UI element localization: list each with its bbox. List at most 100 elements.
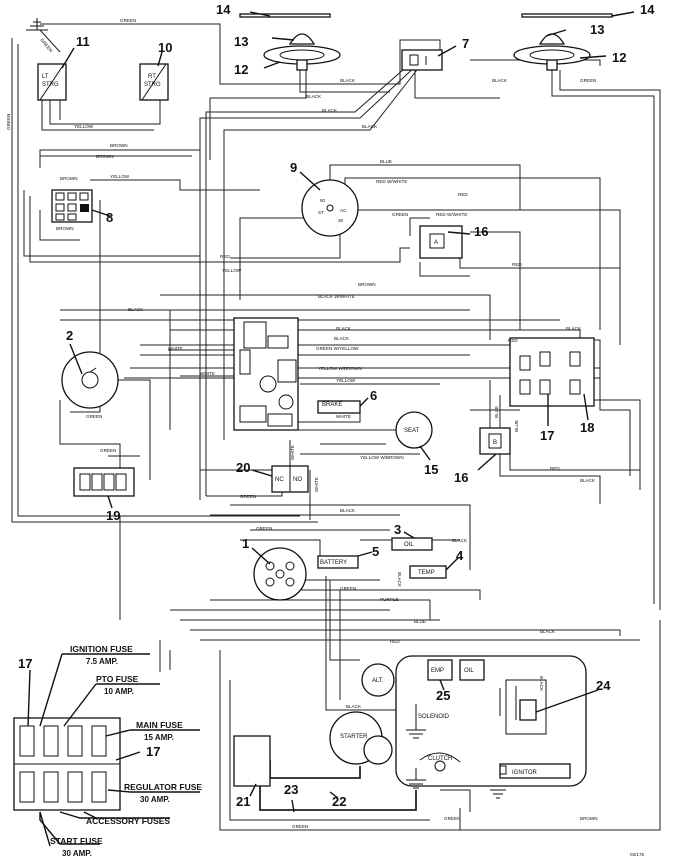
callout-14-left: 14 bbox=[216, 2, 231, 17]
wire-label: BLACK bbox=[336, 326, 352, 331]
engine-outline bbox=[395, 655, 587, 787]
callout-11: 11 bbox=[76, 34, 90, 49]
label-temp: TEMP bbox=[418, 570, 435, 576]
callout-2: 2 bbox=[66, 328, 73, 343]
wire-label: YELLOW bbox=[336, 378, 356, 383]
leader-lines bbox=[27, 11, 635, 847]
lt-steering-switch bbox=[37, 63, 67, 101]
wire-label: BLACK bbox=[340, 78, 356, 83]
wire-labels: GREEN GREEN GREEN YELLOW BLACK BLACK GRE… bbox=[6, 18, 598, 829]
label-rt: RT bbox=[148, 74, 156, 80]
temp-indicator bbox=[409, 565, 447, 579]
ground-symbol-top bbox=[26, 18, 48, 31]
wire-label: GREEN bbox=[580, 78, 596, 83]
callout-12-right: 12 bbox=[612, 50, 626, 65]
label-oil-engine: OIL bbox=[464, 668, 474, 674]
ground-symbol-bottom bbox=[406, 768, 506, 799]
wire-label: BROWN bbox=[96, 154, 114, 159]
label-relay-b: B bbox=[493, 440, 497, 446]
wire-label: RED W/WHITE bbox=[376, 179, 407, 184]
wire-label: YELLOW bbox=[74, 124, 94, 129]
relay-block bbox=[509, 337, 595, 407]
regulator-fuse-amp: 30 AMP. bbox=[140, 795, 170, 804]
callout-7: 7 bbox=[462, 36, 469, 51]
callout-17-fuse-top: 17 bbox=[18, 656, 32, 671]
callout-13-left: 13 bbox=[234, 34, 248, 49]
component-labels: LT STRG RT STRG BRAKE SEAT BATTERY OIL T… bbox=[42, 74, 538, 776]
callout-9: 9 bbox=[290, 160, 297, 175]
wire-label: YELLOW W/BROWN bbox=[360, 455, 404, 460]
start-fuse-amp: 30 AMP. bbox=[62, 849, 92, 858]
callout-21: 21 bbox=[236, 794, 250, 809]
label-key-ac: AC bbox=[340, 208, 347, 213]
alternator bbox=[361, 663, 395, 697]
wire-label: WHITE bbox=[200, 371, 215, 376]
wire-label: BROWN bbox=[358, 282, 376, 287]
label-rt-strg: STRG bbox=[144, 82, 161, 88]
callout-4: 4 bbox=[456, 548, 464, 563]
oil-indicator bbox=[391, 537, 433, 551]
callout-14-right: 14 bbox=[640, 2, 655, 17]
callout-17-fuse-right: 17 bbox=[146, 744, 160, 759]
wire-label: BLUE bbox=[514, 420, 519, 432]
fuse-panel-labels: IGNITION FUSE 7.5 AMP. PTO FUSE 10 AMP. … bbox=[50, 644, 202, 858]
wire-label: BLACK bbox=[566, 326, 582, 331]
wire-label: GREEN bbox=[120, 18, 136, 23]
battery-indicator bbox=[317, 555, 359, 569]
label-key-st: ST bbox=[318, 210, 324, 215]
callout-20: 20 bbox=[236, 460, 250, 475]
wire-label: YELLOW bbox=[110, 174, 130, 179]
label-no: NO bbox=[293, 477, 302, 483]
callout-15: 15 bbox=[424, 462, 438, 477]
pto-switch bbox=[271, 465, 309, 493]
wire-label: WHITE bbox=[336, 414, 351, 419]
label-relay-a: A bbox=[434, 240, 438, 246]
wire-label: BLACK bbox=[540, 629, 556, 634]
label-key-50: 50 bbox=[320, 198, 326, 203]
fuse-panel bbox=[13, 717, 121, 811]
wire-label: RED bbox=[220, 254, 230, 259]
wire-harness bbox=[11, 23, 661, 831]
wire-label: RED bbox=[508, 338, 518, 343]
wire-label: BLACK bbox=[397, 572, 402, 588]
hour-meter bbox=[61, 351, 119, 409]
wire-label: GREEN bbox=[6, 114, 11, 130]
wire-label: BLUE bbox=[414, 619, 426, 624]
wire-label: RED bbox=[390, 639, 400, 644]
starter-motor bbox=[329, 711, 393, 765]
main-fuse-label: MAIN FUSE bbox=[136, 720, 183, 730]
label-battery: BATTERY bbox=[320, 560, 347, 566]
wire-label: BLACK bbox=[539, 676, 544, 692]
label-ignitor: IGNITOR bbox=[512, 770, 538, 776]
wire-label: BLUE bbox=[380, 159, 392, 164]
wire-label: BLACK bbox=[128, 307, 144, 312]
pto-fuse-label: PTO FUSE bbox=[96, 674, 139, 684]
regulator-fuse-label: REGULATOR FUSE bbox=[124, 782, 202, 792]
callout-3: 3 bbox=[394, 522, 401, 537]
label-alt: ALT. bbox=[372, 678, 384, 684]
wire-label: GREEN bbox=[39, 37, 53, 53]
callout-19: 19 bbox=[106, 508, 120, 523]
callout-5: 5 bbox=[372, 544, 379, 559]
lamp-lens-right bbox=[521, 13, 613, 18]
callout-17-relay: 17 bbox=[540, 428, 554, 443]
label-emp: EMP bbox=[431, 668, 444, 674]
label-lt: LT bbox=[42, 74, 49, 80]
wire-label: YELLOW W/BROWN bbox=[318, 366, 362, 371]
wire-label: BROWN bbox=[580, 816, 598, 821]
label-clutch: CLUTCH bbox=[428, 756, 452, 762]
wire-label: GREEN bbox=[292, 824, 308, 829]
callout-24: 24 bbox=[596, 678, 611, 693]
wire-label: BLACK bbox=[362, 124, 378, 129]
accessory-fuses-label: ACCESSORY FUSES bbox=[86, 816, 170, 826]
label-oil: OIL bbox=[404, 542, 414, 548]
connector-8 bbox=[51, 189, 93, 223]
wire-label: RED W/WHITE bbox=[436, 212, 467, 217]
callout-16-b: 16 bbox=[454, 470, 468, 485]
wire-label: BROWN bbox=[110, 143, 128, 148]
wire-label: RED bbox=[550, 466, 560, 471]
headlamp-right bbox=[513, 33, 591, 71]
lamp-switch bbox=[401, 49, 443, 71]
drawing-number: 03/175 bbox=[630, 852, 644, 857]
wire-label: GREEN bbox=[340, 586, 356, 591]
